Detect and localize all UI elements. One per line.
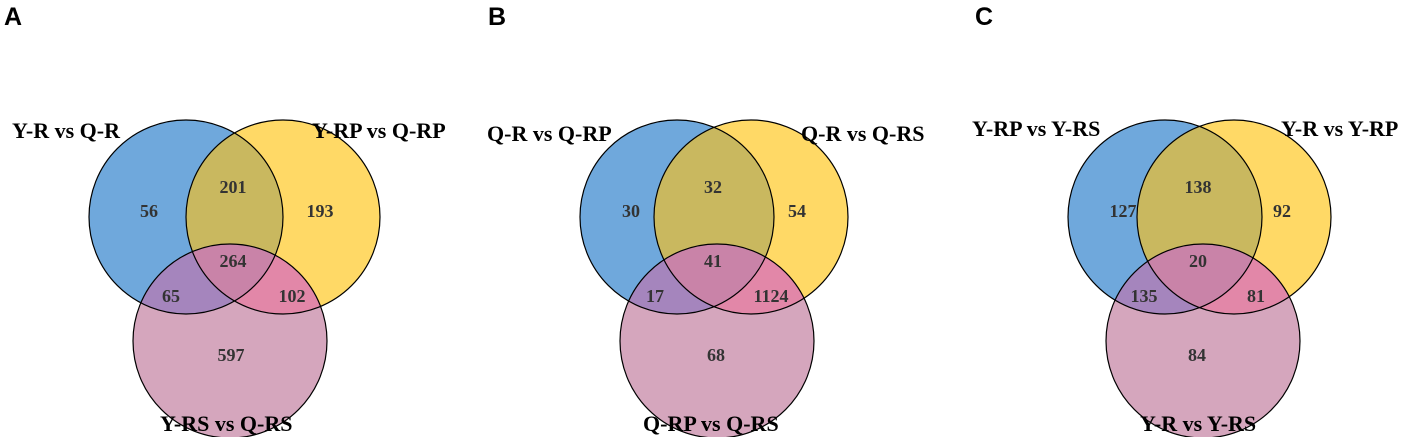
set-outline-a — [1067, 119, 1263, 315]
count-bc: 102 — [279, 286, 306, 306]
count-a-only: 30 — [622, 201, 640, 221]
set-outline-a — [88, 119, 284, 315]
set-outline-c — [132, 243, 328, 437]
count-bc: 1124 — [753, 286, 788, 306]
count-abc: 20 — [1189, 251, 1207, 271]
set-label-b: Y-RP vs Q-RP — [312, 118, 446, 143]
count-abc: 41 — [704, 251, 722, 271]
set-outline-c — [619, 243, 815, 437]
panel-letter: B — [488, 3, 506, 31]
count-ab: 138 — [1185, 177, 1212, 197]
count-ac: 65 — [162, 286, 180, 306]
count-ab: 201 — [220, 177, 247, 197]
set-label-c: Q-RP vs Q-RS — [643, 411, 779, 436]
venn-panel-a: A Y-R vs Q-R Y-RP vs Q-RP Y-RS vs Q-RS 5… — [4, 3, 446, 437]
set-label-a: Y-RP vs Y-RS — [972, 116, 1100, 141]
set-label-a: Q-R vs Q-RP — [487, 121, 612, 146]
set-label-b: Y-R vs Y-RP — [1281, 116, 1398, 141]
count-c-only: 597 — [218, 345, 245, 365]
set-outline-b — [185, 119, 381, 315]
count-ab: 32 — [704, 177, 722, 197]
count-b-only: 92 — [1273, 201, 1291, 221]
count-a-only: 56 — [140, 201, 158, 221]
count-b-only: 193 — [307, 201, 334, 221]
set-label-c: Y-R vs Y-RS — [1140, 411, 1256, 436]
venn-panel-b: B Q-R vs Q-RP Q-R vs Q-RS Q-RP vs Q-RS 3… — [487, 3, 924, 437]
overlap-bc — [186, 244, 327, 314]
count-abc: 264 — [220, 251, 247, 271]
count-c-only: 68 — [707, 345, 725, 365]
count-bc: 81 — [1247, 286, 1265, 306]
set-outline-b — [653, 119, 849, 315]
set-label-a: Y-R vs Q-R — [12, 118, 121, 143]
panel-letter: A — [4, 3, 22, 31]
count-b-only: 54 — [788, 201, 806, 221]
set-outline-b — [1136, 119, 1332, 315]
count-c-only: 84 — [1188, 345, 1206, 365]
count-a-only: 127 — [1110, 201, 1137, 221]
venn-panel-c: C Y-RP vs Y-RS Y-R vs Y-RP Y-R vs Y-RS 1… — [972, 3, 1398, 437]
set-outline-c — [1105, 243, 1301, 437]
panel-letter: C — [975, 3, 993, 31]
set-outline-a — [579, 119, 775, 315]
set-label-b: Q-R vs Q-RS — [801, 121, 924, 146]
count-ac: 135 — [1131, 286, 1158, 306]
set-label-c: Y-RS vs Q-RS — [160, 411, 292, 436]
count-ac: 17 — [646, 286, 664, 306]
